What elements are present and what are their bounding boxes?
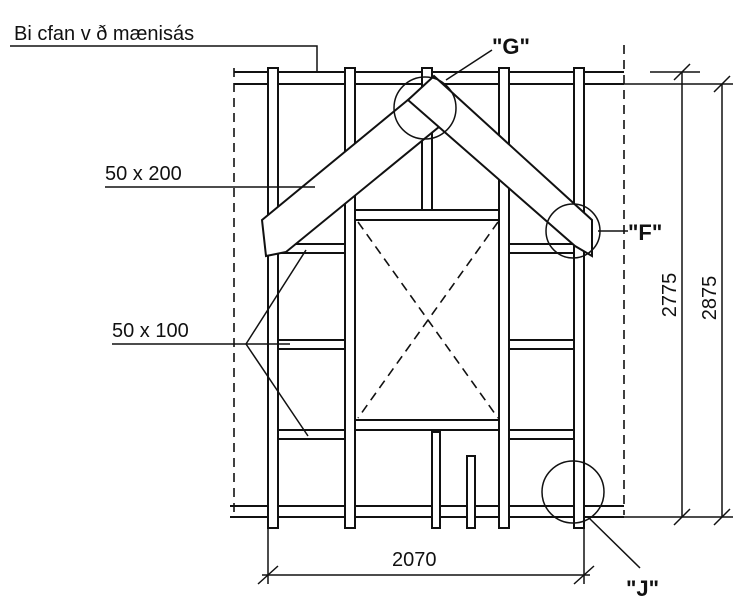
window-opening (357, 221, 499, 419)
stud-size-label: 50 x 100 (112, 320, 189, 342)
stud-right-inner (498, 67, 510, 529)
dimension-heights (624, 63, 733, 526)
leaders (10, 45, 641, 569)
stud-cripple-right (466, 455, 476, 529)
dimension-width (257, 528, 595, 585)
stud-center-mid (421, 127, 433, 217)
bottom-plate (230, 505, 624, 518)
detail-j-label: "J" (626, 576, 659, 598)
stud-right-outer (573, 67, 585, 529)
noggings (277, 209, 575, 440)
detail-f-label: "F" (628, 220, 662, 245)
stud-cripple-left (431, 431, 441, 529)
studs (267, 67, 585, 529)
width-dimension-label: 2070 (392, 549, 437, 571)
rafter-size-label: 50 x 200 (105, 163, 182, 185)
outer-height-label: 2875 (699, 276, 721, 321)
detail-j-circle (541, 460, 605, 524)
window-sill (354, 419, 500, 431)
detail-g-circle (393, 76, 457, 140)
ridge-note-label: Bi cfan v ð mænisás (14, 23, 194, 45)
stud-left-outer (267, 67, 279, 529)
window-header (354, 209, 500, 221)
stud-left-inner (344, 67, 356, 529)
detail-g-label: "G" (492, 34, 530, 59)
inner-height-label: 2775 (659, 273, 681, 318)
